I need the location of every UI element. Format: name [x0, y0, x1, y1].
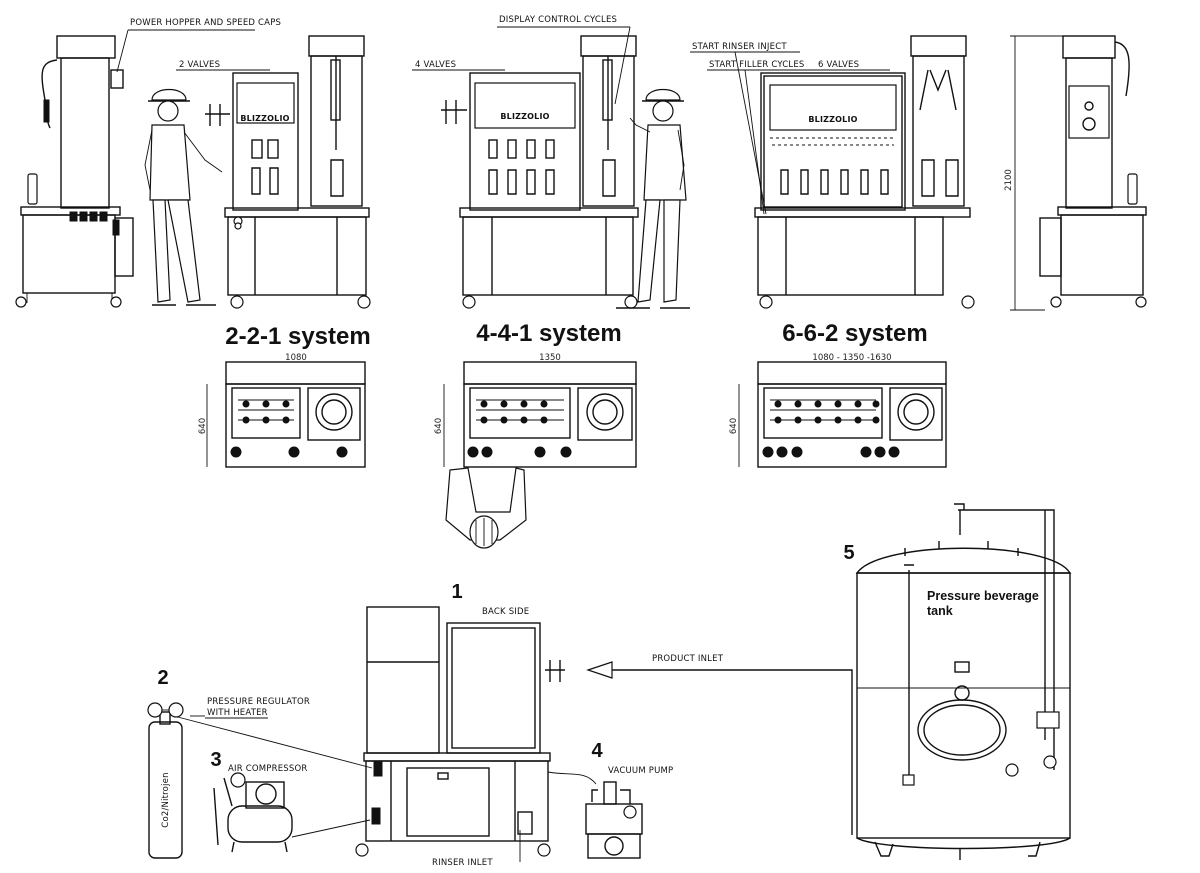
plan-view-2-2-1: 1080 640: [198, 353, 366, 468]
machine-brand-label: BLIZZOLIO: [240, 114, 289, 123]
label-number-1: 1: [451, 581, 462, 603]
plan-view-6-6-2: 1080 - 1350 -1630 640: [729, 353, 947, 468]
gas-cylinder: Co2/Nitrojen: [147, 702, 205, 859]
vacuum-pump: [585, 781, 643, 859]
pressure-beverage-tank: [855, 503, 1072, 860]
air-compressor-label: AIR COMPRESSOR: [228, 764, 307, 774]
power-hopper-callout: POWER HOPPER AND SPEED CAPS: [130, 18, 281, 28]
machine-2-valves: BLIZZOLIO: [176, 35, 371, 309]
valves-6-label: 6 VALVES: [818, 60, 859, 70]
vacuum-pump-label: VACUUM PUMP: [608, 766, 673, 776]
machine-brand-label: BLIZZOLIO: [500, 112, 549, 121]
product-inlet-label: PRODUCT INLET: [652, 654, 724, 664]
width-dimension: 1080: [285, 353, 307, 363]
side-view-machine-right: 2100: [1004, 35, 1147, 311]
label-number-3: 3: [210, 749, 221, 771]
start-filler-callout: START FILLER CYCLES: [709, 60, 805, 70]
display-control-callout: DISPLAY CONTROL CYCLES: [499, 15, 617, 25]
label-number-5: 5: [843, 542, 854, 564]
pressure-regulator-label-line2: WITH HEATER: [207, 708, 268, 718]
machine-4-valves: BLIZZOLIO: [412, 35, 639, 309]
valves-4-label: 4 VALVES: [415, 60, 456, 70]
depth-dimension: 640: [729, 418, 739, 434]
depth-dimension: 640: [198, 418, 208, 434]
plan-view-4-4-1: 1350 640: [434, 353, 637, 549]
valves-2-label: 2 VALVES: [179, 60, 220, 70]
operator-figure-1: [144, 88, 223, 306]
operator-figure-2: [616, 88, 690, 309]
machine-back-side: [355, 606, 565, 857]
machine-brand-label: BLIZZOLIO: [808, 115, 857, 124]
side-view-machine-left: [15, 35, 134, 308]
system-label-2-2-1: 2-2-1 system: [225, 323, 370, 350]
width-dimension: 1080 - 1350 -1630: [812, 353, 891, 363]
callout-lines: [116, 26, 812, 215]
system-label-6-6-2: 6-6-2 system: [782, 320, 927, 347]
connection-lines: [173, 661, 853, 862]
width-dimension: 1350: [539, 353, 561, 363]
tank-label-line2: tank: [927, 604, 953, 618]
back-side-label: BACK SIDE: [482, 607, 529, 617]
rinser-inlet-label: RINSER INLET: [432, 858, 493, 868]
pressure-regulator-label: PRESSURE REGULATOR: [207, 697, 310, 707]
air-compressor: [213, 772, 293, 853]
system-label-4-4-1: 4-4-1 system: [476, 320, 621, 347]
tank-label-line1: Pressure beverage: [927, 589, 1039, 603]
start-rinser-callout: START RINSER INJECT: [692, 42, 787, 52]
height-dimension: 2100: [1004, 169, 1014, 191]
label-number-2: 2: [157, 667, 168, 689]
depth-dimension: 640: [434, 418, 444, 434]
gas-cylinder-label: Co2/Nitrojen: [161, 772, 171, 827]
label-number-4: 4: [591, 740, 603, 762]
machine-6-valves: BLIZZOLIO: [754, 35, 975, 309]
